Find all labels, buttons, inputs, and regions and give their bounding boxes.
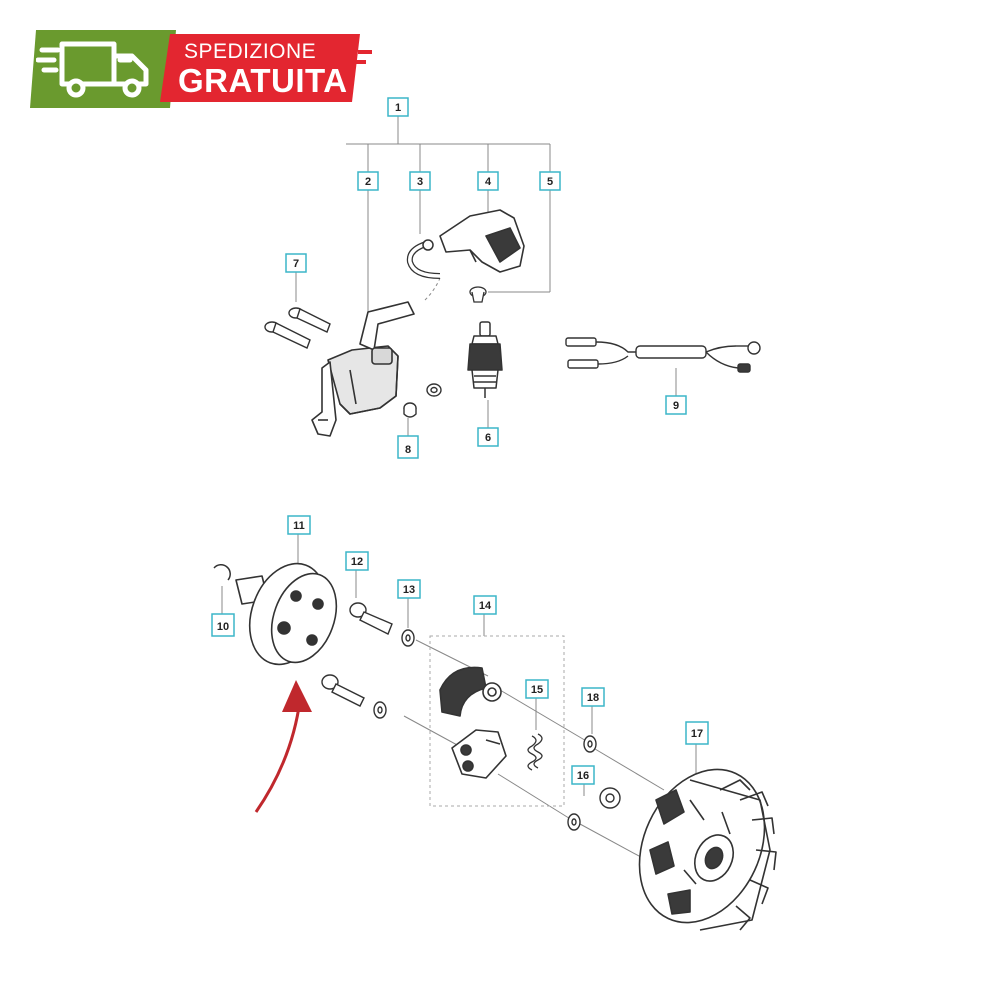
clutch-shoe-parts <box>439 666 507 779</box>
callout-2: 2 <box>365 176 371 188</box>
spark-plug-cap-part <box>439 209 525 273</box>
banner-line-1: SPEDIZIONE <box>184 40 317 63</box>
circlip-part <box>213 564 231 581</box>
thrust-washer-part <box>567 735 597 831</box>
callout-6: 6 <box>485 432 491 444</box>
callout-1: 1 <box>395 102 401 114</box>
ht-lead-part <box>406 239 441 279</box>
callout-numbers: 1 2 3 4 5 7 6 8 9 10 11 12 13 14 15 16 1… <box>217 102 703 782</box>
flywheel-part <box>638 768 777 931</box>
leader-lines-top <box>295 116 677 436</box>
callout-3: 3 <box>417 176 423 188</box>
clutch-spring-part <box>527 733 543 771</box>
free-shipping-red-badge <box>160 34 372 102</box>
leader-lines-bottom <box>221 534 697 863</box>
callout-11: 11 <box>293 520 305 532</box>
red-pointer-arrow <box>254 680 312 813</box>
callout-15: 15 <box>531 684 543 696</box>
screw-parts <box>264 307 331 349</box>
callout-14: 14 <box>479 600 492 612</box>
nut-parts <box>403 383 442 418</box>
delivery-truck-icon <box>36 41 149 98</box>
clutch-shoe-kit-box <box>429 635 565 807</box>
clutch-drum-part <box>235 562 338 666</box>
callout-4: 4 <box>485 176 492 188</box>
callout-12: 12 <box>351 556 363 568</box>
bushing-part <box>599 787 621 809</box>
spark-plug-part <box>467 321 503 398</box>
callout-16: 16 <box>577 770 589 782</box>
spark-plug-terminal-part <box>469 286 487 303</box>
shoulder-bolt-parts <box>321 602 393 707</box>
banner-line-2: GRATUITA <box>178 62 348 99</box>
callout-8: 8 <box>405 444 411 456</box>
callout-13: 13 <box>403 584 415 596</box>
callout-5: 5 <box>547 176 553 188</box>
callout-17: 17 <box>691 728 703 740</box>
callout-7: 7 <box>293 258 299 270</box>
callout-labels <box>211 97 709 785</box>
wire-harness-part <box>565 337 761 373</box>
callout-10: 10 <box>217 621 229 633</box>
callout-9: 9 <box>673 400 679 412</box>
callout-18: 18 <box>587 692 599 704</box>
ignition-coil-part <box>311 301 415 437</box>
washer-parts <box>373 629 415 719</box>
